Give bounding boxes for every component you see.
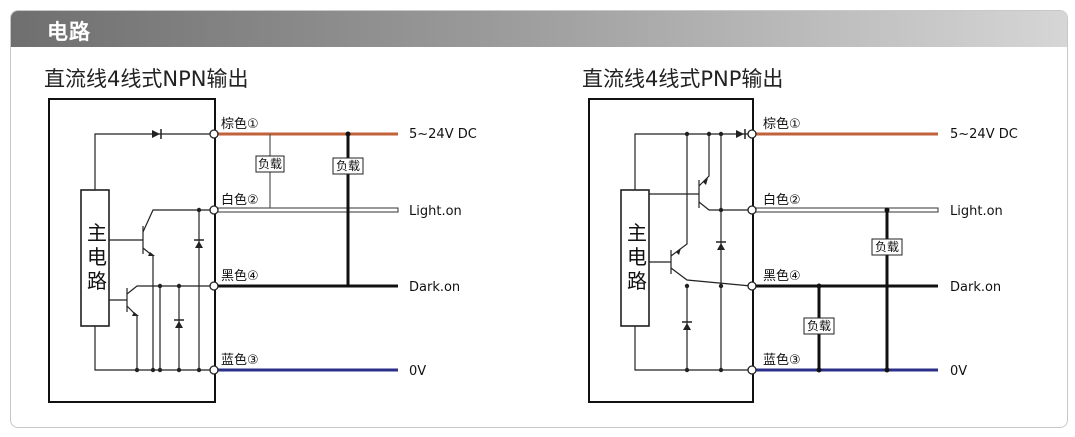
header-title: 电路 bbox=[47, 20, 91, 44]
npn-main-char-2: 电 bbox=[87, 245, 107, 269]
pnp-load-1-label: 负载 bbox=[875, 240, 899, 254]
pnp-load-1 bbox=[871, 238, 903, 256]
pnp-label-black: 黑色④ bbox=[763, 268, 801, 284]
pnp-load-2 bbox=[803, 317, 835, 335]
npn-terminal-2 bbox=[209, 205, 219, 215]
pnp-wire-white bbox=[754, 207, 939, 213]
pnp-main-char-2: 电 bbox=[627, 245, 647, 269]
npn-terminal-1 bbox=[209, 129, 219, 139]
pnp-label-brown: 棕色① bbox=[763, 116, 801, 132]
pnp-diode-lower-icon bbox=[683, 323, 691, 330]
npn-diode-right-icon bbox=[195, 241, 203, 248]
pnp-label-white: 白色② bbox=[763, 192, 801, 208]
pnp-terminal-3 bbox=[747, 365, 757, 375]
pnp-load-2-label: 负载 bbox=[807, 319, 831, 333]
pnp-signal-dark: Dark.on bbox=[950, 280, 1001, 295]
pnp-terminal-1 bbox=[747, 129, 757, 139]
pnp-internal-wiring bbox=[634, 133, 752, 371]
npn-main-char-1: 主 bbox=[87, 221, 107, 245]
npn-label-white: 白色② bbox=[221, 192, 259, 208]
npn-signal-light: Light.on bbox=[409, 204, 462, 219]
pnp-label-blue: 蓝色③ bbox=[763, 352, 801, 368]
pnp-signal-power: 5~24V DC bbox=[950, 127, 1018, 142]
pnp-signal-0v: 0V bbox=[950, 364, 967, 379]
npn-diode-lower-icon bbox=[175, 321, 183, 328]
npn-signal-0v: 0V bbox=[409, 364, 426, 379]
npn-terminal-4 bbox=[209, 281, 219, 291]
npn-title: 直流线4线式NPN输出 bbox=[44, 67, 248, 91]
npn-load-1 bbox=[255, 155, 285, 173]
npn-label-brown: 棕色① bbox=[221, 116, 259, 132]
npn-diagram: 直流线4线式NPN输出 主 电 路 bbox=[44, 67, 477, 403]
pnp-main-char-1: 主 bbox=[627, 221, 647, 245]
pnp-title: 直流线4线式PNP输出 bbox=[582, 67, 783, 91]
npn-terminal-3 bbox=[209, 365, 219, 375]
circuit-panel: 电路 bbox=[10, 10, 1068, 428]
npn-signal-power: 5~24V DC bbox=[409, 127, 477, 142]
pnp-signal-light: Light.on bbox=[950, 204, 1003, 219]
npn-main-char-3: 路 bbox=[87, 269, 107, 293]
npn-wire-white bbox=[216, 207, 399, 213]
npn-internal-wiring bbox=[94, 133, 213, 371]
npn-label-blue: 蓝色③ bbox=[221, 352, 259, 368]
npn-signal-dark: Dark.on bbox=[409, 280, 460, 295]
npn-label-black: 黑色④ bbox=[221, 268, 259, 284]
pnp-terminal-4 bbox=[747, 281, 757, 291]
pnp-diode-right-icon bbox=[717, 243, 725, 250]
pnp-sensor-box bbox=[588, 98, 754, 403]
header-bar: 电路 bbox=[11, 11, 1067, 47]
pnp-diode-top-icon bbox=[736, 130, 744, 138]
pnp-terminal-2 bbox=[747, 205, 757, 215]
npn-diode-top-icon bbox=[152, 130, 160, 138]
npn-load-2-label: 负载 bbox=[336, 159, 360, 173]
npn-load-1-label: 负载 bbox=[258, 157, 282, 171]
pnp-main-char-3: 路 bbox=[627, 269, 647, 293]
pnp-diagram: 直流线4线式PNP输出 主 电 路 bbox=[582, 67, 1018, 403]
npn-sensor-box bbox=[48, 98, 216, 403]
npn-load-2 bbox=[332, 157, 364, 175]
